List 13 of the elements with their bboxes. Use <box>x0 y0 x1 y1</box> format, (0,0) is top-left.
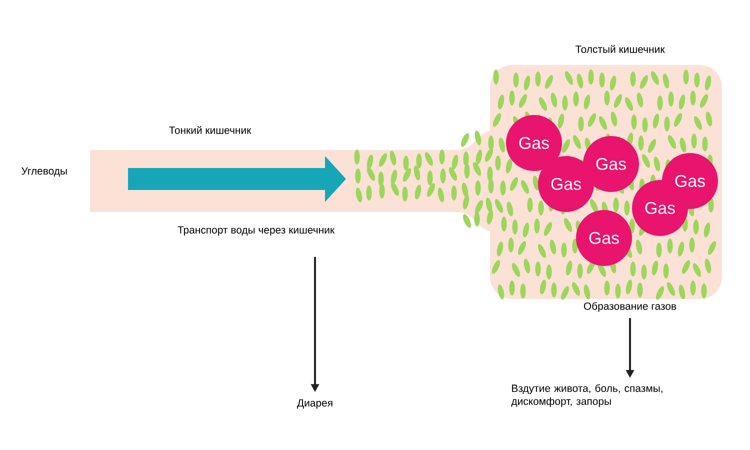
outcome-label: Вздутие живота, боль, спазмы, дискомфорт, запоры <box>511 384 662 407</box>
gas-bubble: Gas <box>538 156 594 212</box>
gas-bubble: Gas <box>576 210 632 266</box>
node-label: Gas <box>551 178 581 190</box>
outcome-label: Диарея <box>297 399 332 409</box>
node-label: Gas <box>596 158 626 170</box>
heading: Тонкий кишечник <box>169 126 252 134</box>
heading: Толстый кишечник <box>576 45 665 53</box>
process-label: Образование газов <box>584 302 676 312</box>
gas-bubble: Gas <box>506 115 562 171</box>
input-label: Углеводы <box>22 167 67 177</box>
gas-bubble: Gas <box>583 136 639 192</box>
process-label: Транспорт воды через кишечник <box>178 226 335 236</box>
